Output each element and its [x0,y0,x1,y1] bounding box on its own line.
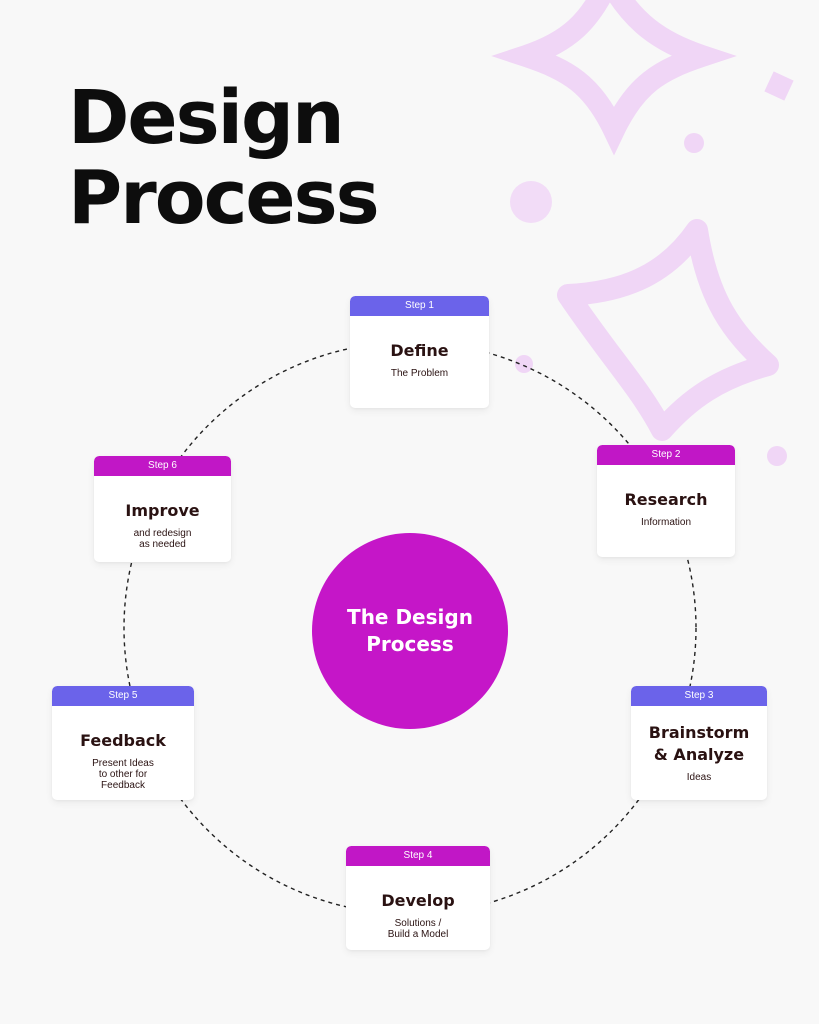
step-tag: Step 6 [94,456,231,476]
diamond-dot [764,71,794,101]
step-title: Brainstorm & Analyze [648,723,750,764]
step-subtitle-line: and redesign [133,528,192,539]
step-subtitle: Ideas [631,772,767,783]
step-tag: Step 2 [597,445,735,465]
page-title-line-1: Design [68,75,345,161]
step-subtitle-line: to other for [98,769,148,780]
step-title: Feedback [80,731,166,750]
medium-dot [510,181,552,223]
page-title: Design Process [68,75,380,241]
center-hub: The Design Process [312,533,508,729]
sparkle-shape-top [491,0,737,156]
step-subtitle-line: Present Ideas [92,758,154,769]
step-subtitle: Solutions /Build a Model [346,918,490,940]
center-hub-label: The Design Process [347,605,473,656]
step-tag: Step 3 [631,686,767,706]
small-dot-right [767,446,787,466]
step-tag: Step 5 [52,686,194,706]
page-title-line-2: Process [68,155,380,241]
step-subtitle-line: Solutions / [394,918,442,929]
step-title: Improve [125,501,200,520]
step-subtitle: The Problem [350,368,489,379]
step-subtitle-line: Information [640,517,692,528]
step-subtitle-line: The Problem [390,368,449,379]
small-dot [684,133,704,153]
step-subtitle: Information [597,517,735,528]
step-title: Define [390,341,449,360]
step-title: Research [624,490,708,509]
step-tag: Step 1 [350,296,489,316]
tiny-dot [515,355,533,373]
step-subtitle-line: Ideas [686,772,712,783]
step-tag: Step 4 [346,846,490,866]
step-title: Develop [381,891,455,910]
step-subtitle-line: as needed [139,539,186,550]
step-subtitle-line: Feedback [101,780,145,791]
sparkle-shape-large [557,219,779,441]
step-subtitle-line: Build a Model [387,929,449,940]
